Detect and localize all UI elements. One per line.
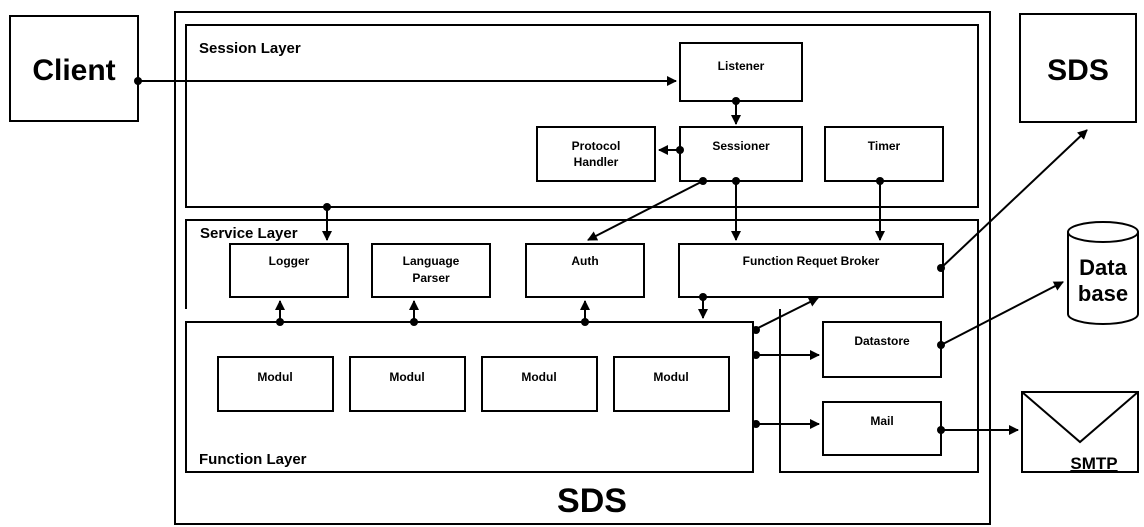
datastore-box <box>822 321 942 378</box>
auth-box <box>525 243 645 298</box>
module-box-2 <box>349 356 466 412</box>
timer-label: Timer <box>868 139 901 153</box>
function-request-broker-label: Function Requet Broker <box>743 254 880 268</box>
function-layer-title: Function Layer <box>199 451 307 468</box>
module-box-1 <box>217 356 334 412</box>
language-parser-box <box>371 243 491 298</box>
sds-remote-box: SDS <box>1019 13 1137 123</box>
session-layer: Session Layer Listener Protocol Handler … <box>185 24 979 208</box>
sessioner-box <box>679 126 803 182</box>
timer-box <box>824 126 944 182</box>
module-box-4 <box>613 356 730 412</box>
connection-dots <box>134 77 945 434</box>
client-box: Client <box>9 15 139 122</box>
client-label: Client <box>32 54 115 87</box>
sds-remote-label: SDS <box>1047 54 1109 87</box>
language-parser-label-2: Parser <box>412 271 450 285</box>
logger-box <box>229 243 349 298</box>
datastore-label: Datastore <box>854 334 910 348</box>
protocol-handler-label-1: Protocol <box>572 139 621 153</box>
database-label-line1: Data <box>1079 255 1127 280</box>
connectors <box>138 76 1088 435</box>
module-label-3: Modul <box>521 370 556 384</box>
protocol-handler-box <box>536 126 656 182</box>
smtp-envelope-icon: SMTP <box>1021 391 1139 473</box>
module-label-4: Modul <box>653 370 688 384</box>
database-cylinder: Data base <box>1067 221 1139 325</box>
listener-label: Listener <box>718 59 765 73</box>
sessioner-label: Sessioner <box>712 139 770 153</box>
protocol-handler-label-2: Handler <box>574 155 619 169</box>
service-layer: Service Layer Logger Language Parser Aut… <box>185 219 979 473</box>
auth-label: Auth <box>571 254 598 268</box>
listener-box <box>679 42 803 102</box>
logger-label: Logger <box>269 254 310 268</box>
database-label-line2: base <box>1078 281 1128 306</box>
mail-label: Mail <box>870 414 893 428</box>
function-request-broker-box <box>678 243 944 298</box>
smtp-label: SMTP <box>1070 454 1117 473</box>
module-box-3 <box>481 356 598 412</box>
connector-function-broker <box>753 297 819 331</box>
module-label-2: Modul <box>389 370 424 384</box>
language-parser-label-1: Language <box>403 254 460 268</box>
connector-sessioner-auth <box>587 180 704 241</box>
mail-box <box>822 401 942 456</box>
service-layer-title: Service Layer <box>200 225 298 242</box>
connector-datastore-database <box>940 281 1064 346</box>
connector-broker-sds <box>940 129 1088 269</box>
module-label-1: Modul <box>257 370 292 384</box>
sds-main-label: SDS <box>557 482 627 520</box>
function-layer: Function Layer Modul Modul Modul Modul <box>185 321 754 473</box>
session-layer-title: Session Layer <box>199 40 301 57</box>
